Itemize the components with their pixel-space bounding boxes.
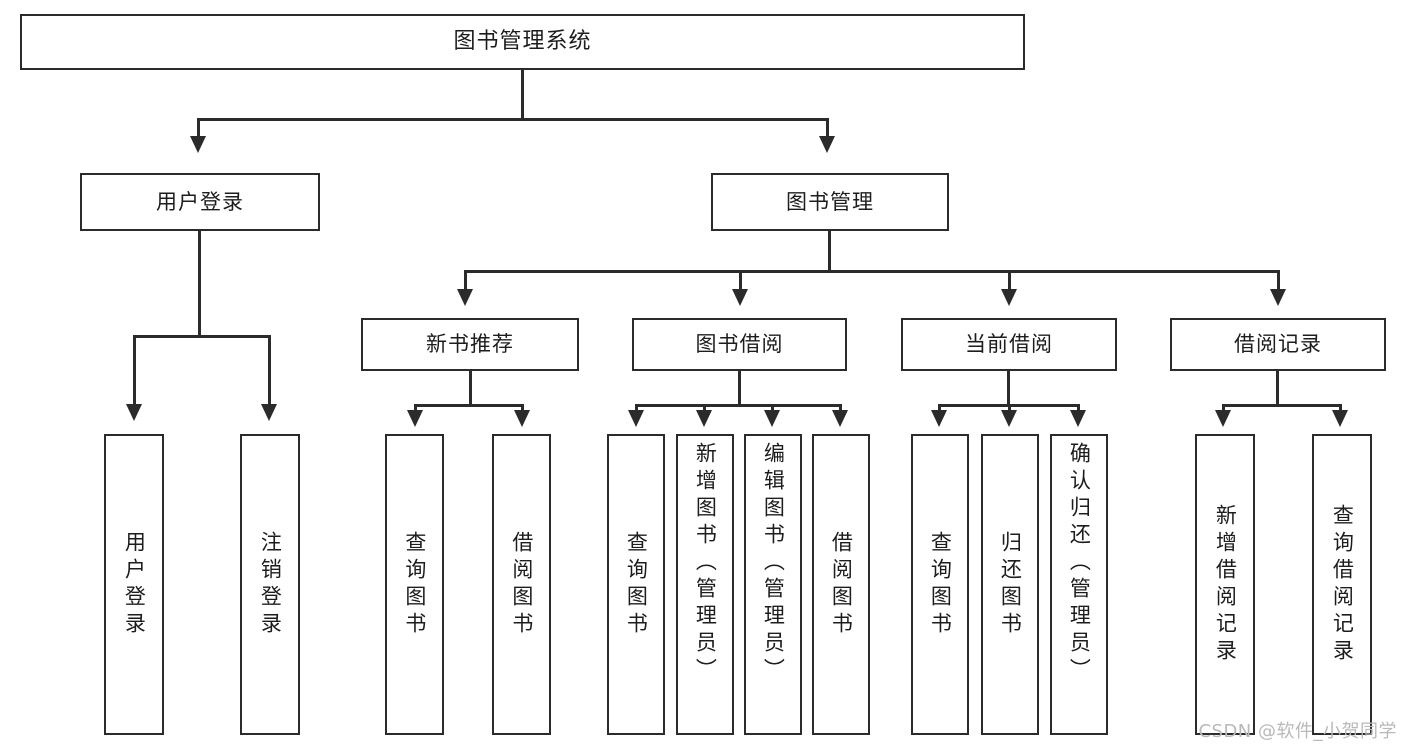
arrow-cur-query <box>931 410 947 427</box>
connector-root-stem <box>521 70 524 120</box>
connector-drop-rec-search <box>1339 404 1342 413</box>
leaf-user-login[interactable]: 用户登录 <box>104 434 164 735</box>
arrow-user-login <box>190 136 206 153</box>
arrow-leaf-login <box>126 404 142 421</box>
connector-recommend-stem <box>469 371 472 407</box>
connector-user-login-stem <box>198 231 201 337</box>
connector-borrow-bus <box>635 404 842 407</box>
connector-drop-bor-add <box>703 404 706 413</box>
leaf-borrow-edit-book[interactable]: 编辑图书（管理员） <box>744 434 802 735</box>
arrow-current-borrow <box>1001 289 1017 306</box>
node-book-management[interactable]: 图书管理 <box>711 173 949 231</box>
arrow-rec-borrow <box>514 410 530 427</box>
node-borrow-record[interactable]: 借阅记录 <box>1170 318 1386 371</box>
node-current-borrow[interactable]: 当前借阅 <box>901 318 1117 371</box>
arrow-cur-confirm <box>1070 410 1086 427</box>
connector-drop-rec-add <box>1222 404 1225 413</box>
leaf-current-query-book[interactable]: 查询图书 <box>911 434 969 735</box>
connector-user-login-bus <box>133 335 270 338</box>
connector-drop-rec-borrow <box>521 404 524 413</box>
leaf-borrow-lend-book[interactable]: 借阅图书 <box>812 434 870 735</box>
leaf-user-logout[interactable]: 注销登录 <box>240 434 300 735</box>
connector-drop-cur-return <box>1008 404 1011 413</box>
node-new-book-recommend[interactable]: 新书推荐 <box>361 318 579 371</box>
connector-drop-cur-confirm <box>1077 404 1080 413</box>
connector-drop-book-manage <box>826 118 829 140</box>
leaf-borrow-query-book[interactable]: 查询图书 <box>607 434 665 735</box>
arrow-book-borrow <box>732 289 748 306</box>
connector-recommend-bus <box>414 404 524 407</box>
leaf-recommend-query-book[interactable]: 查询图书 <box>385 434 444 735</box>
node-root-system[interactable]: 图书管理系统 <box>20 14 1025 70</box>
arrow-book-manage <box>819 136 835 153</box>
connector-drop-bor-lend <box>839 404 842 413</box>
arrow-leaf-logout <box>261 404 277 421</box>
connector-drop-bor-edit <box>771 404 774 413</box>
leaf-record-query[interactable]: 查询借阅记录 <box>1312 434 1372 735</box>
connector-drop-current-borrow <box>1008 270 1011 292</box>
arrow-rec-search <box>1332 410 1348 427</box>
arrow-bor-edit <box>764 410 780 427</box>
connector-drop-user-login <box>197 118 200 140</box>
leaf-recommend-borrow-book[interactable]: 借阅图书 <box>492 434 551 735</box>
arrow-rec-add <box>1215 410 1231 427</box>
connector-drop-new-book <box>464 270 467 292</box>
arrow-new-book <box>457 289 473 306</box>
node-user-login[interactable]: 用户登录 <box>80 173 320 231</box>
connector-book-manage-stem <box>828 231 831 272</box>
arrow-rec-query <box>407 410 423 427</box>
connector-root-bus <box>197 118 829 121</box>
watermark-text: CSDN @软件_小贺同学 <box>1198 721 1397 742</box>
connector-drop-leaf-logout <box>268 335 271 407</box>
connector-drop-cur-query <box>938 404 941 413</box>
connector-drop-leaf-login <box>133 335 136 407</box>
connector-drop-borrow-record <box>1277 270 1280 292</box>
connector-borrow-stem <box>738 371 741 407</box>
leaf-record-add[interactable]: 新增借阅记录 <box>1195 434 1255 735</box>
node-book-borrow[interactable]: 图书借阅 <box>632 318 847 371</box>
connector-drop-bor-query <box>635 404 638 413</box>
arrow-cur-return <box>1001 410 1017 427</box>
arrow-bor-query <box>628 410 644 427</box>
arrow-bor-add <box>696 410 712 427</box>
connector-drop-book-borrow <box>739 270 742 292</box>
connector-record-stem <box>1276 371 1279 407</box>
connector-book-manage-bus <box>464 270 1280 273</box>
leaf-current-confirm-return[interactable]: 确认归还（管理员） <box>1050 434 1108 735</box>
connector-drop-rec-query <box>414 404 417 413</box>
connector-record-bus <box>1222 404 1342 407</box>
leaf-borrow-add-book[interactable]: 新增图书（管理员） <box>676 434 734 735</box>
connector-current-stem <box>1007 371 1010 407</box>
arrow-borrow-record <box>1270 289 1286 306</box>
arrow-bor-lend <box>832 410 848 427</box>
leaf-current-return-book[interactable]: 归还图书 <box>981 434 1039 735</box>
